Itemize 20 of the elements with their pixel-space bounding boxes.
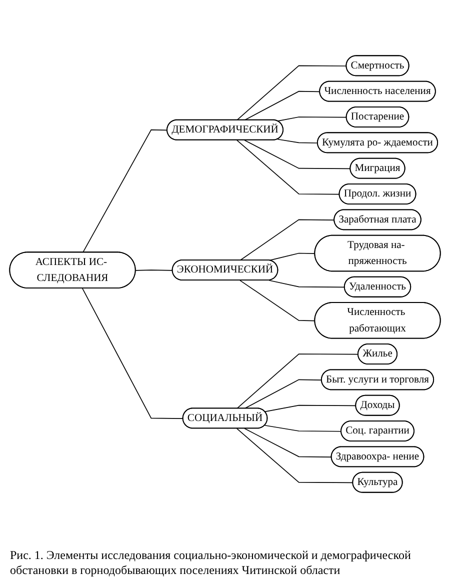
connector (264, 424, 342, 432)
connector (240, 219, 335, 261)
connector (236, 140, 340, 195)
connector (244, 90, 320, 121)
connector (268, 280, 346, 288)
connector (244, 428, 332, 458)
connector (277, 116, 348, 122)
connector (236, 428, 354, 484)
connector (236, 354, 359, 409)
connector (82, 129, 168, 253)
connector (135, 270, 174, 271)
connector (268, 252, 316, 261)
connector (240, 280, 316, 322)
connector (244, 140, 351, 170)
figure-caption: Рис. 1. Элементы исследования социально-экономической и демографической обстановки в горнодобывающих поселениях Читинской области (10, 548, 412, 578)
connector (236, 65, 347, 121)
connector (277, 138, 318, 144)
connector (244, 379, 322, 409)
connector (82, 288, 184, 419)
connector (264, 404, 356, 412)
